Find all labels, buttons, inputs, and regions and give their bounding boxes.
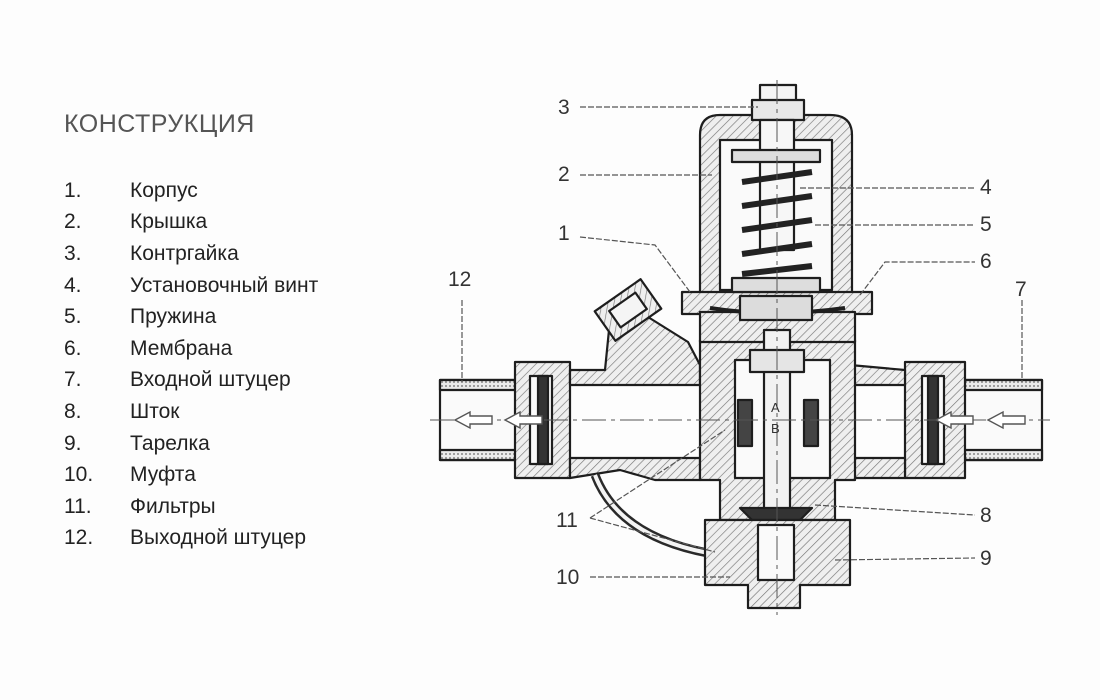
coupling-cavity xyxy=(756,523,796,582)
legend-item: 6. Мембрана xyxy=(64,333,318,365)
flow-arrow-icon xyxy=(986,410,1026,430)
legend-number: 8. xyxy=(64,399,82,423)
legend-number: 10. xyxy=(64,463,94,487)
leader-11b xyxy=(589,517,716,553)
callout-11: 11 xyxy=(556,509,578,532)
legend-label: Мембрана xyxy=(130,336,233,360)
parts-legend: 1. Корпус 2. Крышка 3. Контргайка 4. Установ… xyxy=(64,175,318,554)
legend-number: 9. xyxy=(64,431,82,455)
legend-number: 3. xyxy=(64,241,82,265)
leader-8 xyxy=(814,504,976,516)
legend-item: 2. Крышка xyxy=(64,207,318,239)
legend-number: 4. xyxy=(64,273,82,297)
callout-5: 5 xyxy=(980,213,992,236)
body-right-lower xyxy=(848,456,907,480)
legend-label: Контргайка xyxy=(130,241,239,265)
legend-item: 4. Установочный винт xyxy=(64,270,318,302)
leader-1 xyxy=(579,236,691,293)
legend-item: 11. Фильтры xyxy=(64,491,318,523)
legend-number: 12. xyxy=(64,526,94,550)
bypass-tube xyxy=(590,473,721,560)
callout-12: 12 xyxy=(448,268,471,291)
callout-7: 7 xyxy=(1015,278,1027,301)
legend-item: 10. Муфта xyxy=(64,459,318,491)
callout-6: 6 xyxy=(980,250,992,273)
leader-9 xyxy=(834,557,976,561)
gauge-port xyxy=(593,278,663,342)
flow-arrow-icon xyxy=(503,410,543,430)
legend-label: Пружина xyxy=(130,305,217,329)
filter-left xyxy=(736,398,754,448)
flow-arrows xyxy=(453,410,1026,430)
section-mark-b: В xyxy=(771,421,780,436)
filter-right xyxy=(802,398,820,448)
legend-label: Входной штуцер xyxy=(130,368,291,392)
legend-number: 7. xyxy=(64,368,82,392)
legend-item: 12. Выходной штуцер xyxy=(64,523,318,555)
legend-number: 5. xyxy=(64,305,82,329)
diagram-title: КОНСТРУКЦИЯ xyxy=(64,110,255,138)
flow-arrow-icon xyxy=(453,410,493,430)
flow-arrow-icon xyxy=(934,410,974,430)
legend-item: 5. Пружина xyxy=(64,301,318,333)
legend-label: Корпус xyxy=(130,178,198,202)
legend-item: 3. Контргайка xyxy=(64,238,318,270)
legend-item: 8. Шток xyxy=(64,396,318,428)
callout-3: 3 xyxy=(558,96,570,119)
legend-item: 1. Корпус xyxy=(64,175,318,207)
legend-number: 11. xyxy=(64,494,92,518)
legend-label: Шток xyxy=(130,399,180,423)
legend-label: Установочный винт xyxy=(130,273,319,297)
legend-number: 1. xyxy=(64,178,82,202)
body-left-lower xyxy=(568,456,702,482)
locknut-base xyxy=(750,98,806,122)
valve-disc xyxy=(738,506,814,522)
callout-8: 8 xyxy=(980,504,992,527)
legend-label: Выходной штуцер xyxy=(130,526,307,550)
body-right-upper xyxy=(848,363,907,387)
leader-11a xyxy=(589,429,726,519)
leader-6 xyxy=(859,261,975,296)
section-mark-a: А xyxy=(771,400,780,415)
legend-label: Тарелка xyxy=(130,431,210,455)
callout-9: 9 xyxy=(980,547,992,570)
callout-4: 4 xyxy=(980,176,992,199)
legend-item: 7. Входной штуцер xyxy=(64,365,318,397)
bypass-tube-inner xyxy=(593,474,721,557)
legend-item: 9. Тарелка xyxy=(64,428,318,460)
callout-1: 1 xyxy=(558,222,570,245)
legend-label: Муфта xyxy=(130,463,196,487)
legend-number: 2. xyxy=(64,210,82,234)
callout-10: 10 xyxy=(556,566,579,589)
body-left-upper xyxy=(568,310,702,387)
legend-number: 6. xyxy=(64,336,82,360)
leader-lines xyxy=(461,106,1023,578)
callout-2: 2 xyxy=(558,163,570,186)
spring-upper-seat xyxy=(730,148,822,164)
spring-lower-seat xyxy=(730,276,822,294)
diaphragm-plate xyxy=(738,294,814,322)
legend-label: Крышка xyxy=(130,210,208,234)
legend-label: Фильтры xyxy=(130,494,216,518)
